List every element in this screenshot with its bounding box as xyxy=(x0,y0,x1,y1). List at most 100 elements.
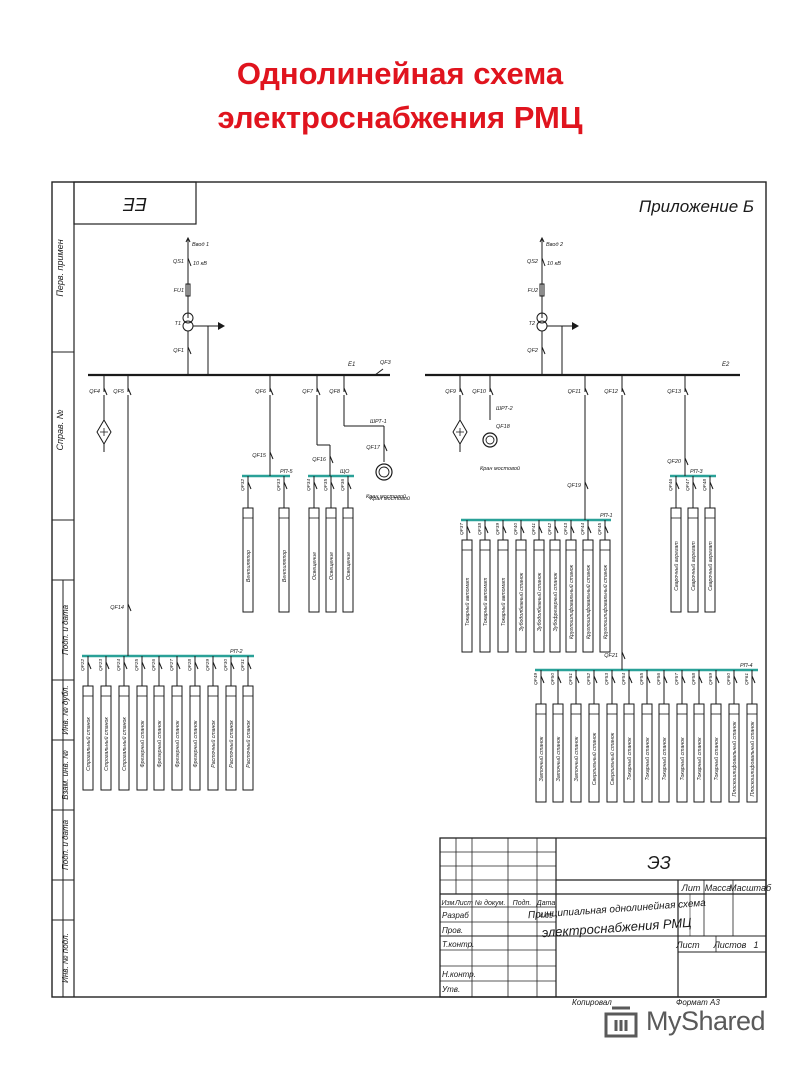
breaker-blade xyxy=(313,481,318,490)
breaker-blade xyxy=(575,675,580,684)
breaker-blade xyxy=(587,525,592,534)
breaker-blade xyxy=(212,661,217,670)
load-label: Заточный станок xyxy=(538,736,545,781)
title-block-code: ЭЗ xyxy=(647,853,671,873)
load-box xyxy=(171,685,183,791)
breaker-blade xyxy=(628,675,633,684)
breaker-blade xyxy=(684,457,689,466)
voltage-label: 10 кВ xyxy=(547,261,561,267)
myshared-logo-icon xyxy=(604,1006,638,1038)
outgoing-label: QF31 xyxy=(240,659,246,671)
load-box xyxy=(623,703,635,803)
load-box xyxy=(693,703,705,803)
tb-col-doc: № докум. xyxy=(475,899,506,907)
load-box xyxy=(82,685,94,791)
bus-label: Е2 xyxy=(722,362,730,368)
tb-mass: Масса xyxy=(705,883,732,893)
breaker-blade xyxy=(593,675,598,684)
outgoing-label: QF44 xyxy=(580,523,586,535)
breaker-blade xyxy=(520,525,525,534)
load-box xyxy=(278,507,290,613)
crane-label: Кран мостовой xyxy=(480,465,520,472)
breaker-blade xyxy=(269,451,274,460)
breaker-blade xyxy=(584,387,589,396)
fuse-label: FU1 xyxy=(174,288,184,294)
breaker-label: QF15 xyxy=(252,453,267,459)
load-label: Плоскошлифовальный станок xyxy=(749,721,756,796)
load-label: Токарный автомат xyxy=(500,577,507,626)
outgoing-label: QF58 xyxy=(691,673,697,685)
breaker-blade xyxy=(733,675,738,684)
breaker-blade xyxy=(489,387,494,396)
sectional-blade xyxy=(374,368,384,376)
tb-col-date: Дата xyxy=(536,900,556,907)
breaker-blade xyxy=(557,675,562,684)
load-label: Фрезерный станок xyxy=(174,720,181,767)
load-label: Освещение xyxy=(312,552,318,580)
breaker-blade xyxy=(269,387,274,396)
slide-title-line-1: Однолинейная схема xyxy=(236,56,564,91)
breaker-blade xyxy=(570,525,575,534)
side-label: Подп. и дата xyxy=(61,819,70,870)
drawing-frame xyxy=(51,181,767,998)
breaker-blade xyxy=(540,675,545,684)
breaker-blade xyxy=(105,661,110,670)
outgoing-label: QF61 xyxy=(744,673,750,685)
load-label: Зубодолбежный станок xyxy=(518,572,525,631)
breaker-blade xyxy=(459,387,464,396)
breaker-blade xyxy=(330,481,335,490)
breaker-blade xyxy=(247,481,252,490)
feed-arrow xyxy=(185,236,191,243)
breaker-blade xyxy=(554,525,559,534)
outgoing-label: QF26 xyxy=(151,659,157,671)
outgoing-label: QF50 xyxy=(550,673,556,685)
feed-arrow xyxy=(539,236,545,243)
load-box xyxy=(704,507,716,613)
breaker-blade xyxy=(176,661,181,670)
load-label: Вентилятор xyxy=(282,550,288,582)
outgoing-label: QF59 xyxy=(708,673,714,685)
breaker-blade xyxy=(343,387,348,396)
breaker-blade xyxy=(127,603,132,612)
outgoing-label: QF54 xyxy=(621,673,627,685)
load-label: Токарный станок xyxy=(644,737,651,781)
breaker-blade xyxy=(621,387,626,396)
load-label: Сверлильный станок xyxy=(591,732,598,785)
fuse-label: FU2 xyxy=(528,288,538,294)
outgoing-label: QF30 xyxy=(223,659,229,671)
side-label: Перв. примен xyxy=(55,239,65,296)
tb-lit: Лит xyxy=(681,883,701,893)
load-label: Сварочный агрегат xyxy=(690,541,697,591)
tb-date-value: 4.05 xyxy=(539,913,553,920)
breaker-blade xyxy=(675,481,680,490)
load-label: Заточный станок xyxy=(573,736,580,781)
breaker-blade xyxy=(751,675,756,684)
load-box xyxy=(242,507,254,613)
side-label: Справ. № xyxy=(55,409,65,450)
outgoing-label: QF55 xyxy=(639,673,645,685)
rp4-name: РП-4 xyxy=(740,663,753,669)
outgoing-label: QF38 xyxy=(477,523,483,535)
breaker-blade xyxy=(247,661,252,670)
breaker-blade xyxy=(127,387,132,396)
outgoing-label: QF37 xyxy=(459,523,465,535)
load-label: Расточный станок xyxy=(210,720,217,768)
tb-role-tkontr: Т.контр. xyxy=(442,940,474,949)
outgoing-label: QF42 xyxy=(547,523,553,535)
breaker-blade xyxy=(141,661,146,670)
disconnector-label: QS2 xyxy=(527,259,538,265)
load-label: Круглошлифовальный станок xyxy=(602,564,609,639)
outgoing-label: QF32 xyxy=(240,479,246,491)
breaker-blade xyxy=(383,443,388,452)
load-box xyxy=(565,539,577,653)
load-box xyxy=(552,703,564,803)
outgoing-label: QF28 xyxy=(187,659,193,671)
breaker-label: QF17 xyxy=(366,445,381,451)
load-box xyxy=(207,685,219,791)
outgoing-label: QF36 xyxy=(340,479,346,491)
crane-motor-symbol xyxy=(378,466,390,478)
load-label: Круглошлифовальный станок xyxy=(585,564,592,639)
outgoing-label: QF25 xyxy=(134,659,140,671)
